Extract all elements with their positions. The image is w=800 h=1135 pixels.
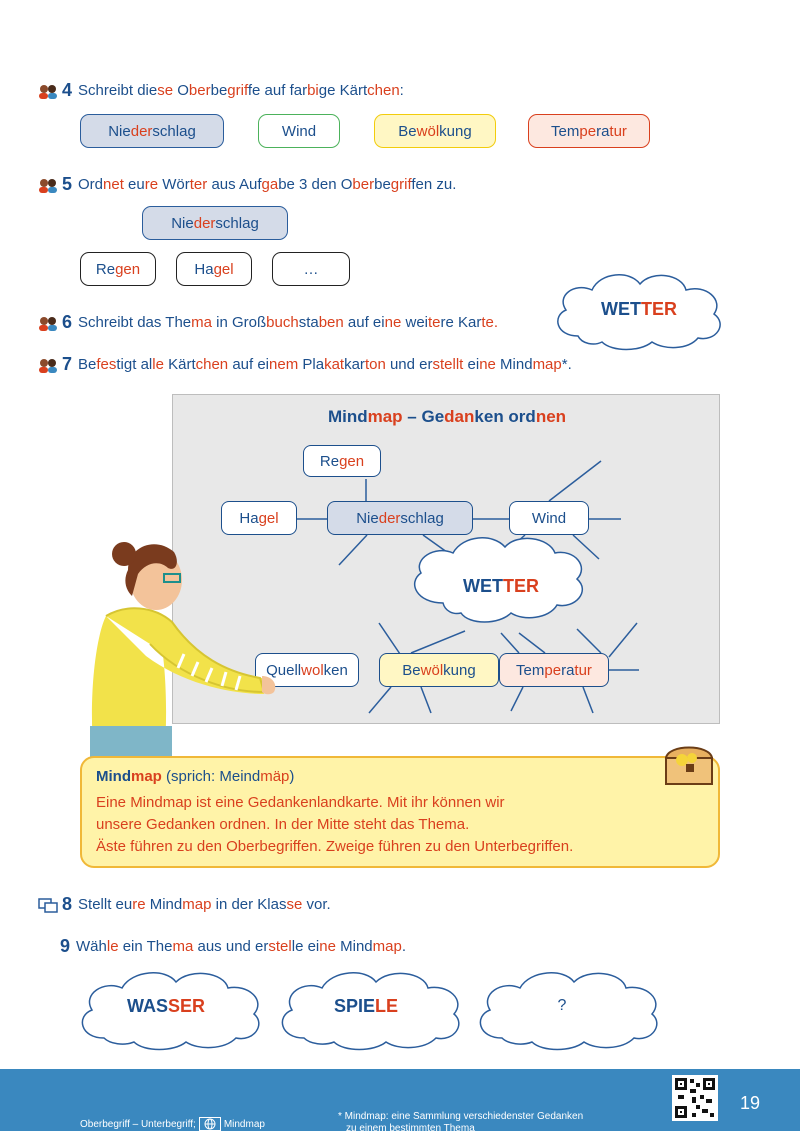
footer-glossary: Oberbegriff – Unterbegriff; Mindmap [80, 1117, 265, 1131]
globe-icon [198, 1117, 221, 1131]
treasure-chest-icon [664, 746, 714, 785]
task-text: Befestigt alle Kärtchen auf einem Plakat… [78, 356, 572, 373]
task-number: 5 [62, 174, 73, 194]
partner-work-icon [38, 315, 58, 331]
mindmap-info-box: Mindmap (sprich: Meindmäp) Eine Mindmap … [80, 746, 720, 868]
info-line-1: Eine Mindmap ist eine Gedankenlandkarte.… [96, 794, 505, 811]
task-4: 4 Schreibt diese Oberbegriffe auf farbig… [38, 80, 404, 101]
girl-illustration [90, 542, 276, 758]
task-text: Stellt eure Mindmap in der Klasse vor. [78, 896, 331, 913]
task-number: 8 [62, 894, 73, 914]
task-6: 6 Schreibt das Thema in Großbuchstaben a… [38, 312, 498, 333]
word-card-ellipsis: … [272, 252, 350, 286]
task-number: 9 [60, 936, 71, 956]
mindmap-title: Mindmap – Gedanken ordnen [327, 407, 567, 426]
partner-work-icon [38, 177, 58, 193]
cloud-question: ? [557, 997, 567, 1014]
qr-code-icon [672, 1075, 718, 1121]
task-9: 9 Wähle ein Thema aus und erstelle eine … [60, 936, 406, 957]
task-5: 5 Ordnet eure Wörter aus Aufgabe 3 den O… [38, 174, 456, 195]
mindmap-branches [297, 460, 639, 714]
wetter-cloud [557, 274, 721, 351]
info-line-3: Äste führen zu den Oberbegriffen. Zweige… [96, 838, 574, 855]
partner-work-icon [38, 83, 58, 99]
page-number: 19 [740, 1093, 761, 1113]
task-number: 4 [62, 80, 73, 100]
task-number: 6 [62, 312, 73, 332]
task-text: Schreibt diese Oberbegriffe auf farbige … [78, 82, 404, 99]
info-title: Mindmap (sprich: Meindmäp) [96, 768, 295, 785]
footer-footnote: * Mindmap: eine Sammlung verschiedenster… [338, 1111, 584, 1134]
partner-work-icon [38, 357, 58, 373]
task-text: Ordnet eure Wörter aus Aufgabe 3 den Obe… [78, 176, 457, 193]
category-card-wind: Wind [258, 114, 340, 148]
task-7: 7 Befestigt alle Kärtchen auf einem Plak… [38, 354, 572, 375]
task-text: Wähle ein Thema aus und erstelle eine Mi… [76, 938, 406, 955]
info-line-2: unsere Gedanken ordnen. In der Mitte ste… [96, 816, 470, 833]
presentation-icon [38, 897, 58, 913]
task-text: Schreibt das Thema in Großbuchstaben auf… [78, 314, 499, 331]
mm-card-wind: Wind [509, 501, 589, 535]
task-8: 8 Stellt eure Mindmap in der Klasse vor. [38, 894, 331, 915]
task-number: 7 [62, 354, 73, 374]
page-footer: Oberbegriff – Unterbegriff; Mindmap * Mi… [0, 1069, 800, 1134]
info-body: Eine Mindmap ist eine Gedankenlandkarte.… [96, 792, 696, 858]
topic-clouds [81, 972, 658, 1051]
